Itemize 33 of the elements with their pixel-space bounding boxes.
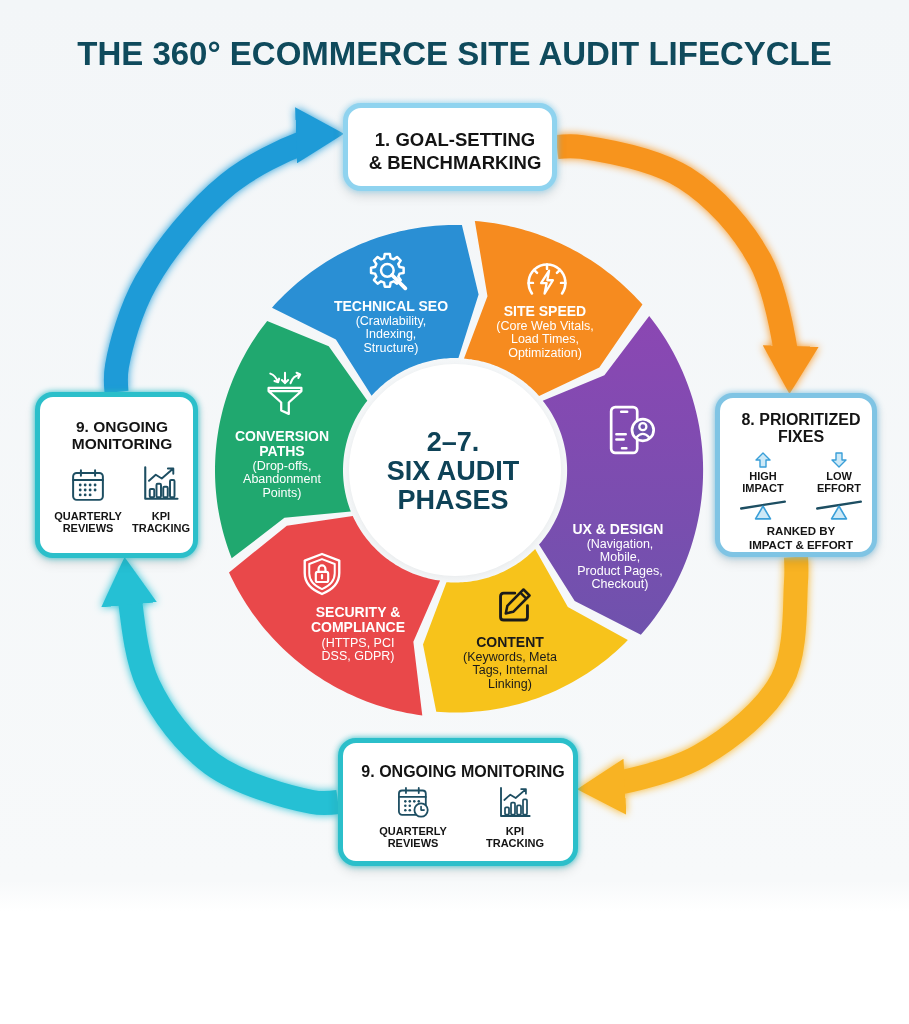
phase-heading: SECURITY & COMPLIANCE (309, 605, 407, 636)
item-label: QUARTERLY REVIEWS (53, 510, 123, 535)
cycle-arrow (101, 556, 340, 815)
phase-heading: CONVERSION PATHS (233, 429, 331, 460)
box-heading: 8. PRIORITIZED FIXES (740, 412, 862, 446)
phase-description: (Core Web Vitals, Load Times, Optimization) (495, 320, 595, 361)
phase-description: (Crawlability, Indexing, Structure) (354, 315, 428, 356)
box-heading: 1. GOAL-SETTING & BENCHMARKING (367, 129, 543, 175)
criterion-label: HIGH IMPACT (741, 470, 785, 495)
item-label: KPI TRACKING (130, 510, 192, 535)
box-heading: 9. ONGOING MONITORING (360, 763, 566, 781)
stage-box (343, 103, 557, 191)
stage-box (338, 738, 578, 866)
phase-heading: TECHNICAL SEO (332, 299, 450, 315)
page-title: THE 360° ECOMMERCE SITE AUDIT LIFECYCLE (77, 35, 832, 73)
phase-heading: UX & DESIGN (571, 522, 665, 538)
phase-segment (229, 516, 441, 716)
item-label: QUARTERLY REVIEWS (378, 825, 448, 850)
summary-label: RANKED BY IMPACT & EFFORT (748, 525, 854, 553)
center-heading: 2–7. SIX AUDIT PHASES (385, 428, 521, 516)
item-label: KPI TRACKING (484, 825, 546, 850)
stage-box (35, 392, 198, 558)
criterion-label: LOW EFFORT (816, 470, 862, 495)
stage-box (715, 393, 877, 557)
phase-description: (Drop-offs, Abandonment Points) (242, 460, 322, 501)
phase-heading: CONTENT (475, 635, 545, 651)
box-heading: 9. ONGOING MONITORING (70, 419, 174, 453)
cycle-arrow (555, 134, 819, 394)
phase-segment (271, 225, 479, 396)
phase-description: (Keywords, Meta Tags, Internal Linking) (462, 651, 558, 692)
phase-description: (HTTPS, PCI DSS, GDPR) (320, 637, 396, 664)
phase-description: (Navigation, Mobile, Product Pages, Checkout) (576, 538, 664, 592)
phase-heading: SITE SPEED (502, 304, 588, 320)
